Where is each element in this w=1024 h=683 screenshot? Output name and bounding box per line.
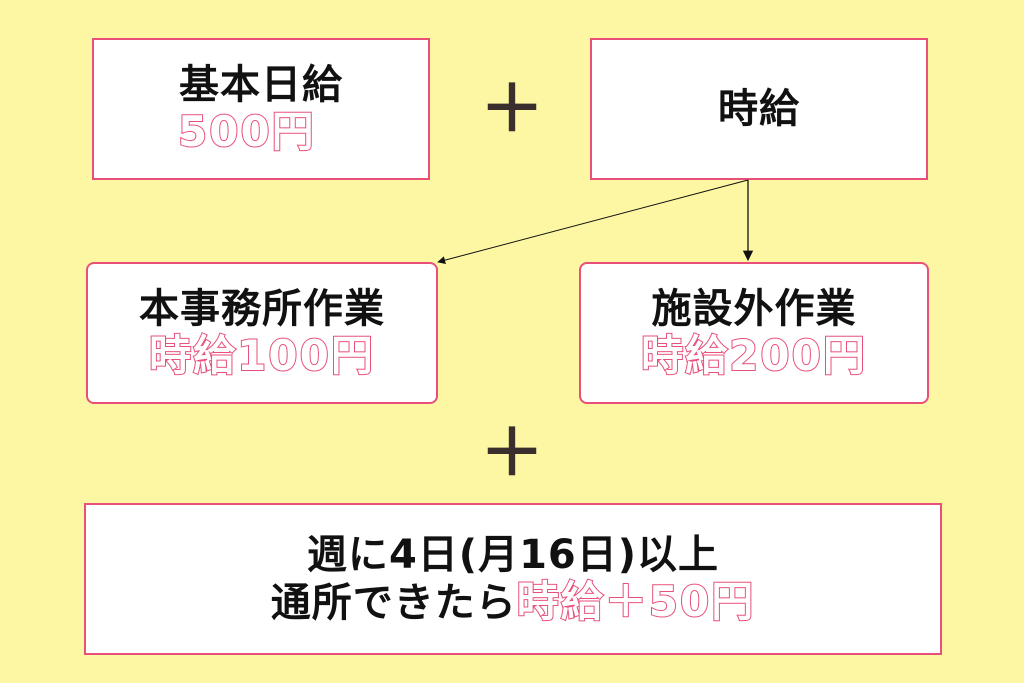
outside-work-box: 施設外作業 時給200円	[579, 262, 929, 404]
outside-work-title: 施設外作業	[651, 285, 857, 332]
attendance-bonus-box: 週に4日(月16日)以上 通所できたら 時給＋50円	[84, 503, 942, 655]
attendance-bonus-condition: 通所できたら	[270, 579, 517, 626]
hourly-wage-box: 時給	[590, 38, 928, 180]
base-daily-wage-title: 基本日給	[179, 61, 343, 108]
arrow-to-office	[437, 179, 749, 265]
attendance-bonus-value: 時給＋50円	[516, 576, 756, 627]
outside-work-value: 時給200円	[640, 330, 867, 381]
office-work-box: 本事務所作業 時給100円	[86, 262, 438, 404]
attendance-bonus-line2: 通所できたら 時給＋50円	[270, 576, 756, 627]
office-work-title: 本事務所作業	[139, 285, 385, 332]
base-daily-wage-value: 500円	[177, 106, 316, 157]
base-daily-wage-box: 基本日給 500円	[92, 38, 430, 180]
attendance-bonus-line1: 週に4日(月16日)以上	[306, 531, 720, 578]
plus-operator-middle: ＋	[480, 417, 544, 491]
plus-operator-top: ＋	[480, 73, 544, 147]
hourly-wage-title: 時給	[718, 86, 800, 132]
office-work-value: 時給100円	[148, 330, 375, 381]
